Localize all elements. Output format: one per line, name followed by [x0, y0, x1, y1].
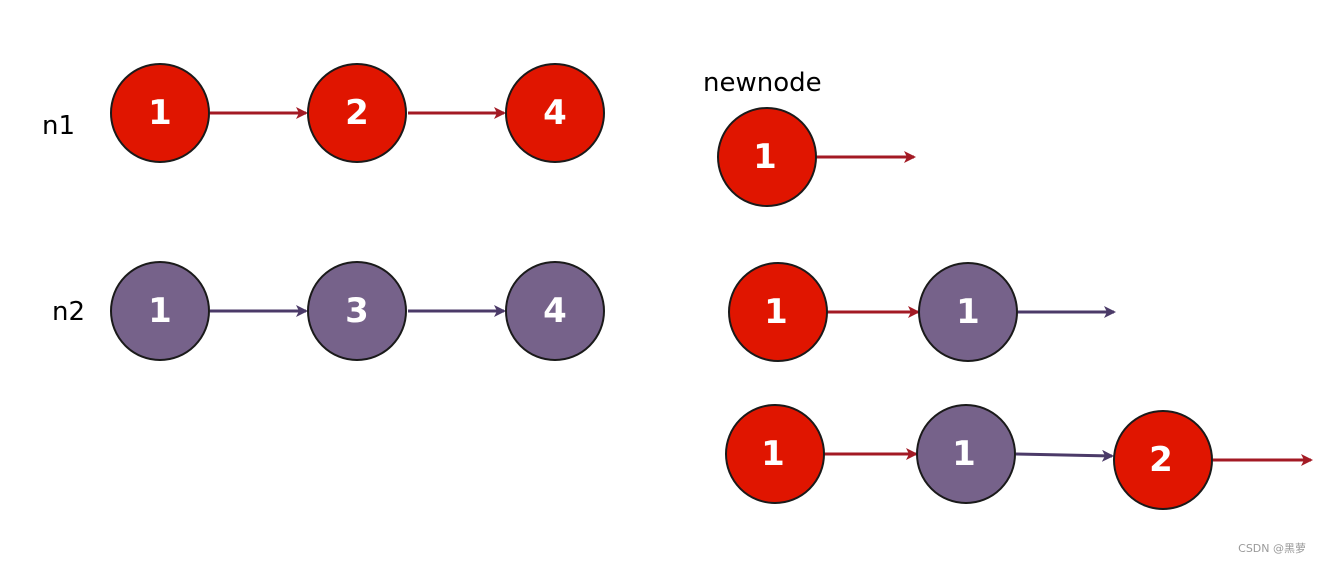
n1-node: 2: [307, 63, 407, 163]
node-value: 2: [345, 93, 369, 133]
newnode-step-3: 1 1 2: [725, 404, 1313, 510]
node-value: 4: [543, 291, 567, 331]
n1-label: n1: [42, 111, 75, 141]
step2-node: 1: [918, 262, 1018, 362]
node-value: 1: [761, 434, 785, 474]
n2-node: 3: [307, 261, 407, 361]
watermark: CSDN @黑萝: [1238, 542, 1306, 555]
node-value: 1: [753, 137, 777, 177]
node-value: 1: [148, 93, 172, 133]
step3-node: 2: [1113, 410, 1213, 510]
step2-node: 1: [728, 262, 828, 362]
node-value: 3: [345, 291, 369, 331]
n1-list: 1 2 4: [110, 63, 605, 163]
n1-node: 1: [110, 63, 210, 163]
step3-node: 1: [916, 404, 1016, 504]
node-value: 4: [543, 93, 567, 133]
node-value: 1: [952, 434, 976, 474]
n2-node: 1: [110, 261, 210, 361]
step1-node: 1: [717, 107, 817, 207]
n2-label: n2: [52, 297, 85, 327]
node-value: 1: [148, 291, 172, 331]
node-value: 1: [764, 292, 788, 332]
newnode-step-1: 1: [717, 107, 916, 207]
node-value: 2: [1149, 440, 1173, 480]
n2-list: 1 3 4: [110, 261, 605, 361]
newnode-step-2: 1 1: [728, 262, 1116, 362]
n2-node: 4: [505, 261, 605, 361]
newnode-label: newnode: [703, 68, 822, 98]
node-value: 1: [956, 292, 980, 332]
step3-node: 1: [725, 404, 825, 504]
step3-arrow-2: [1015, 449, 1114, 462]
n1-node: 4: [505, 63, 605, 163]
